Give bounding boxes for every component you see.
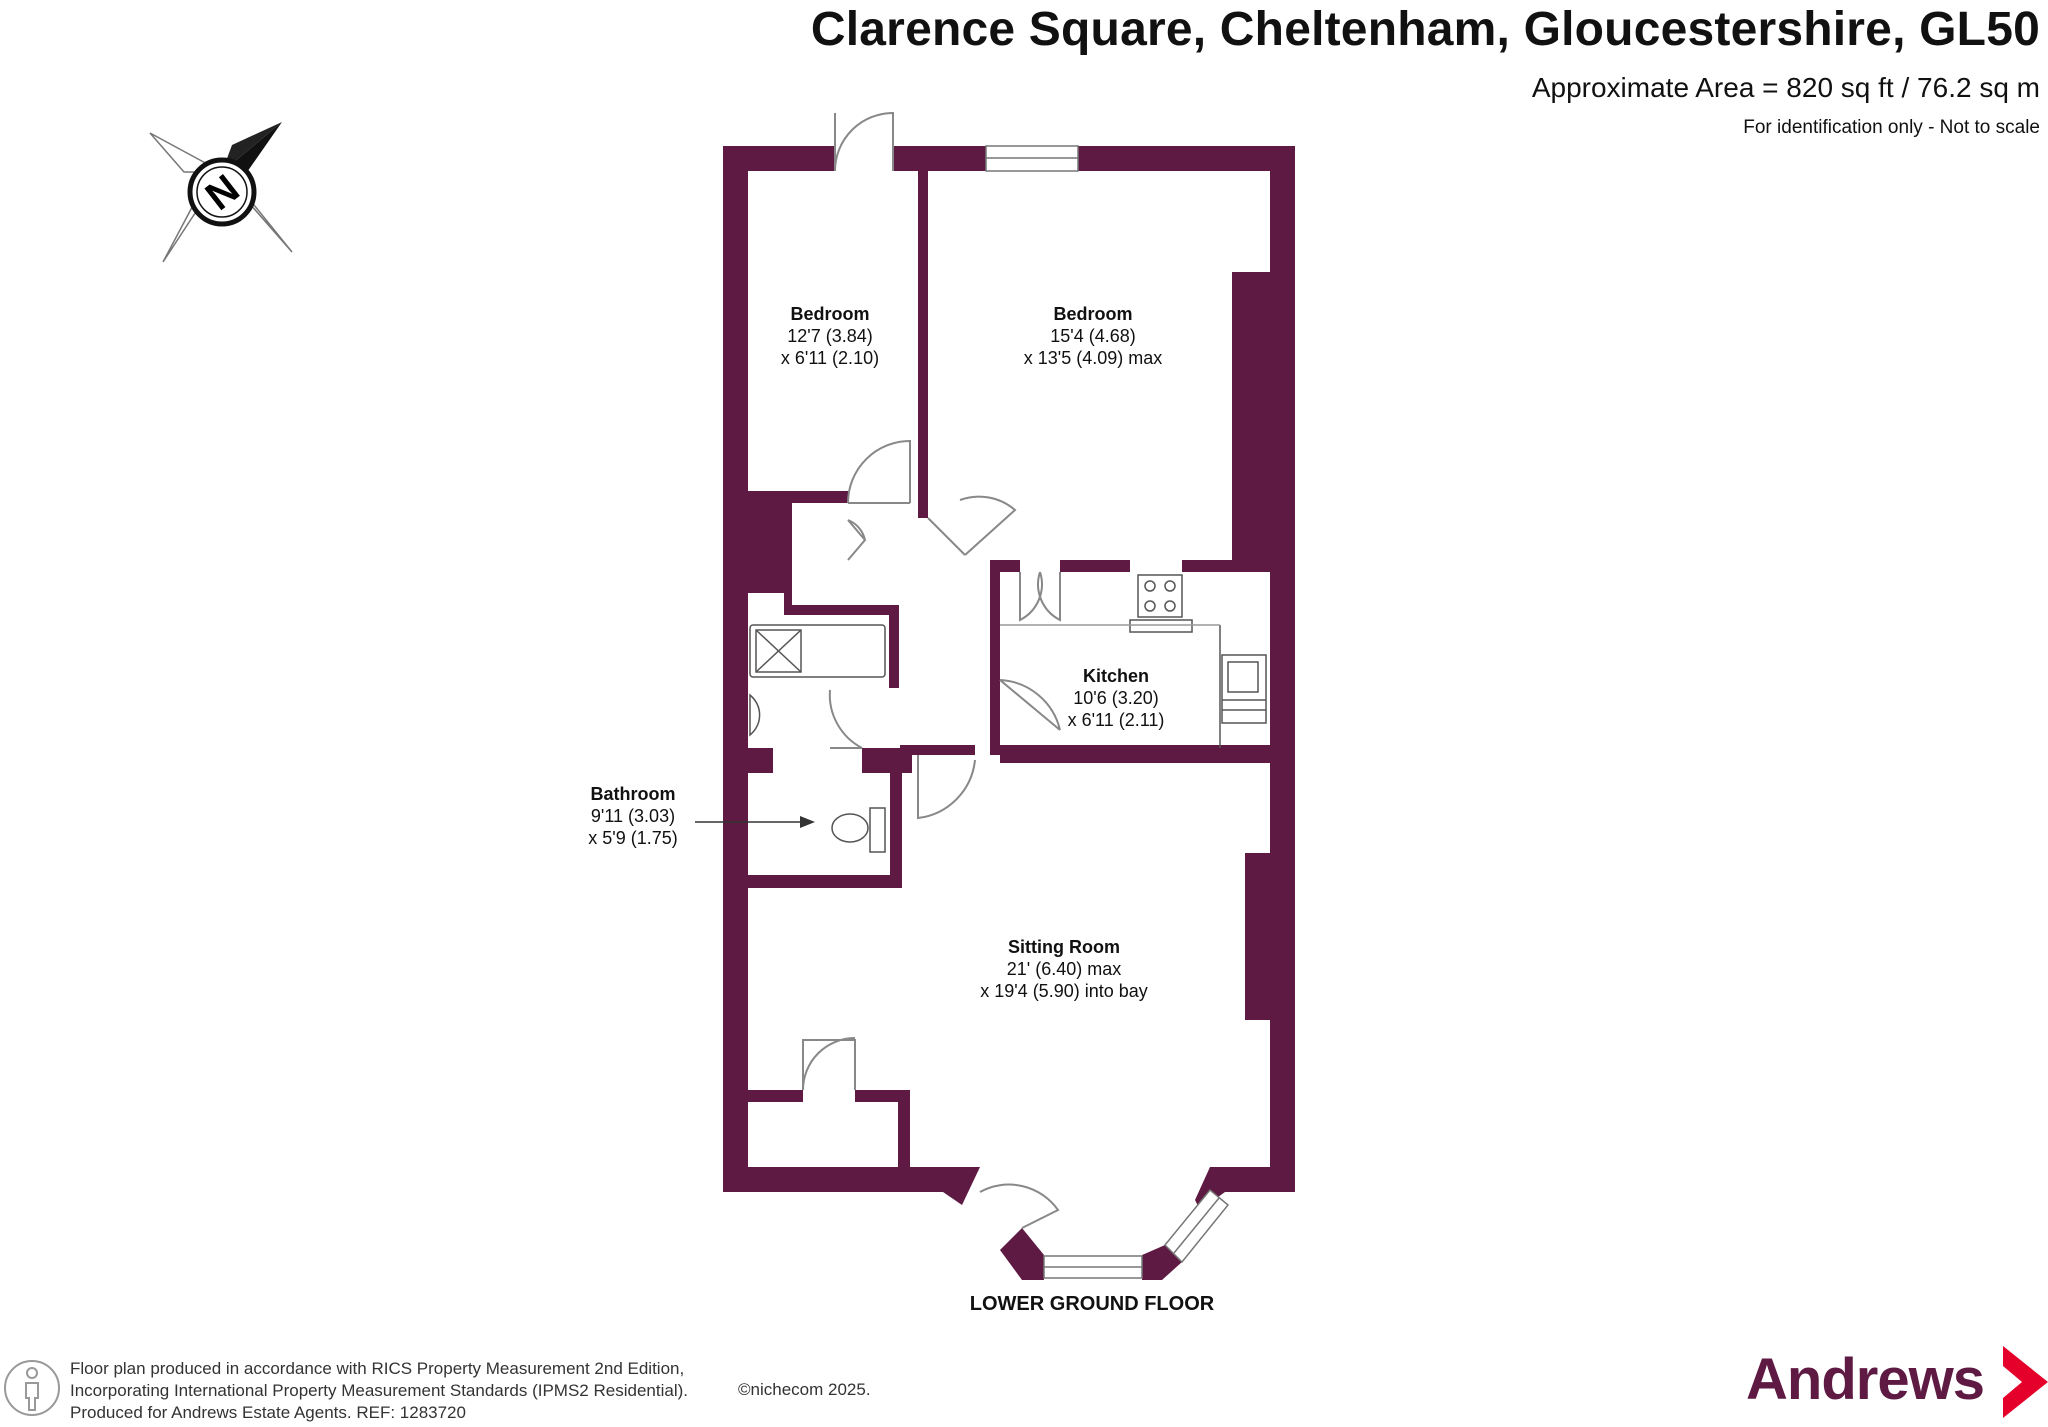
windows	[985, 145, 1230, 1279]
compass-icon: N	[149, 122, 293, 263]
property-address: Clarence Square, Cheltenham, Gloucesters…	[810, 3, 2040, 56]
doors	[802, 111, 1061, 1229]
svg-text:10'6 (3.20): 10'6 (3.20)	[1073, 688, 1159, 708]
footer-line-1: Floor plan produced in accordance with R…	[70, 1359, 685, 1378]
approximate-area: Approximate Area = 820 sq ft / 76.2 sq m	[1531, 72, 2040, 103]
room-label-sitting-room: Sitting Room 21' (6.40) max x 19'4 (5.90…	[980, 937, 1148, 1001]
fixtures	[749, 574, 1267, 853]
andrews-logo-chevron-icon	[2003, 1346, 2048, 1418]
svg-text:Bedroom: Bedroom	[1053, 304, 1132, 324]
svg-text:Bedroom: Bedroom	[790, 304, 869, 324]
room-label-bathroom: Bathroom 9'11 (3.03) x 5'9 (1.75)	[588, 784, 677, 848]
floor-label: LOWER GROUND FLOOR	[970, 1293, 1215, 1315]
svg-text:Bathroom: Bathroom	[591, 784, 676, 804]
brand-logo: Andrews	[1746, 1347, 1985, 1412]
scale-disclaimer: For identification only - Not to scale	[1743, 117, 2040, 138]
room-label-kitchen: Kitchen 10'6 (3.20) x 6'11 (2.11)	[1068, 666, 1165, 730]
svg-text:x 6'11 (2.11): x 6'11 (2.11)	[1068, 710, 1165, 730]
svg-text:15'4 (4.68): 15'4 (4.68)	[1050, 326, 1136, 346]
hob-icon	[1137, 574, 1183, 618]
svg-text:Kitchen: Kitchen	[1083, 666, 1149, 686]
footer-line-3: Produced for Andrews Estate Agents. REF:…	[70, 1403, 466, 1422]
room-label-bedroom-1: Bedroom 12'7 (3.84) x 6'11 (2.10)	[781, 304, 879, 368]
basin-icon	[749, 693, 761, 737]
svg-text:Sitting Room: Sitting Room	[1008, 937, 1120, 957]
bath-icon	[749, 624, 886, 678]
svg-text:x 13'5 (4.09) max: x 13'5 (4.09) max	[1024, 348, 1163, 368]
bathroom-arrow	[695, 816, 815, 828]
svg-text:12'7 (3.84): 12'7 (3.84)	[787, 326, 873, 346]
footer-credits: Floor plan produced in accordance with R…	[70, 1358, 688, 1424]
svg-text:x 5'9 (1.75): x 5'9 (1.75)	[588, 828, 677, 848]
svg-text:x 19'4 (5.90) into bay: x 19'4 (5.90) into bay	[980, 981, 1148, 1001]
toilet-icon	[831, 813, 869, 843]
svg-text:21' (6.40) max: 21' (6.40) max	[1007, 959, 1122, 979]
person-icon	[4, 1360, 60, 1416]
room-label-bedroom-2: Bedroom 15'4 (4.68) x 13'5 (4.09) max	[1024, 304, 1163, 368]
walls	[723, 146, 1295, 1280]
footer-line-2: Incorporating International Property Mea…	[70, 1381, 688, 1400]
svg-text:9'11 (3.03): 9'11 (3.03)	[591, 806, 675, 826]
svg-text:x 6'11 (2.10): x 6'11 (2.10)	[781, 348, 879, 368]
footer-copyright: ©nichecom 2025.	[738, 1380, 871, 1399]
